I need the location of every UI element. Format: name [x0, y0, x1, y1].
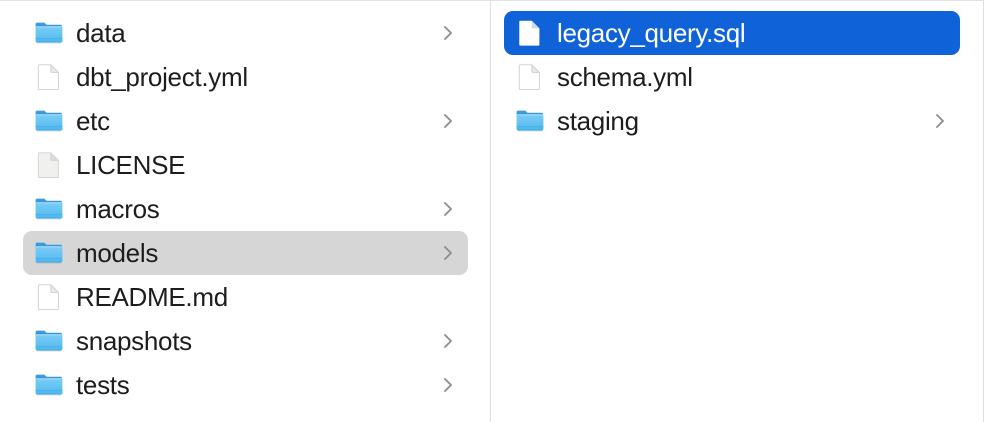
row-label: data: [76, 18, 126, 48]
chevron-right-icon[interactable]: [442, 331, 454, 351]
chevron-right-icon[interactable]: [442, 375, 454, 395]
row-label: tests: [76, 370, 130, 400]
folder-row[interactable]: models: [23, 231, 468, 275]
row-label: models: [76, 238, 159, 268]
file-row[interactable]: dbt_project.yml: [23, 55, 468, 99]
file-row[interactable]: README.md: [23, 275, 468, 319]
folder-row[interactable]: data: [23, 11, 468, 55]
folder-icon: [34, 370, 64, 400]
folder-icon: [34, 238, 64, 268]
folder-icon: [34, 18, 64, 48]
chevron-placeholder: [442, 287, 454, 307]
document-icon: [515, 18, 545, 48]
folder-row[interactable]: staging: [504, 99, 960, 143]
folder-icon: [34, 194, 64, 224]
row-label: legacy_query.sql: [557, 18, 746, 48]
row-label: LICENSE: [76, 150, 186, 180]
folder-icon: [515, 106, 545, 136]
chevron-right-icon[interactable]: [442, 23, 454, 43]
chevron-right-icon[interactable]: [934, 111, 946, 131]
file-row[interactable]: schema.yml: [504, 55, 960, 99]
chevron-placeholder: [934, 23, 946, 43]
document-icon: [515, 62, 545, 92]
row-label: snapshots: [76, 326, 192, 356]
chevron-placeholder: [442, 155, 454, 175]
folder-icon: [34, 326, 64, 356]
row-label: README.md: [76, 282, 228, 312]
chevron-right-icon[interactable]: [442, 111, 454, 131]
document-icon: [34, 62, 64, 92]
row-label: etc: [76, 106, 110, 136]
chevron-placeholder: [442, 67, 454, 87]
chevron-right-icon[interactable]: [442, 199, 454, 219]
chevron-right-icon[interactable]: [442, 243, 454, 263]
file-row[interactable]: legacy_query.sql: [504, 11, 960, 55]
plain-document-icon: [34, 150, 64, 180]
finder-column-child[interactable]: legacy_query.sql schema.yml staging: [491, 1, 984, 422]
folder-row[interactable]: etc: [23, 99, 468, 143]
chevron-placeholder: [934, 67, 946, 87]
folder-row[interactable]: macros: [23, 187, 468, 231]
folder-row[interactable]: snapshots: [23, 319, 468, 363]
row-label: schema.yml: [557, 62, 693, 92]
folder-icon: [34, 106, 64, 136]
file-row[interactable]: LICENSE: [23, 143, 468, 187]
row-label: macros: [76, 194, 160, 224]
folder-row[interactable]: tests: [23, 363, 468, 407]
row-label: dbt_project.yml: [76, 62, 248, 92]
document-icon: [34, 282, 64, 312]
row-label: staging: [557, 106, 639, 136]
